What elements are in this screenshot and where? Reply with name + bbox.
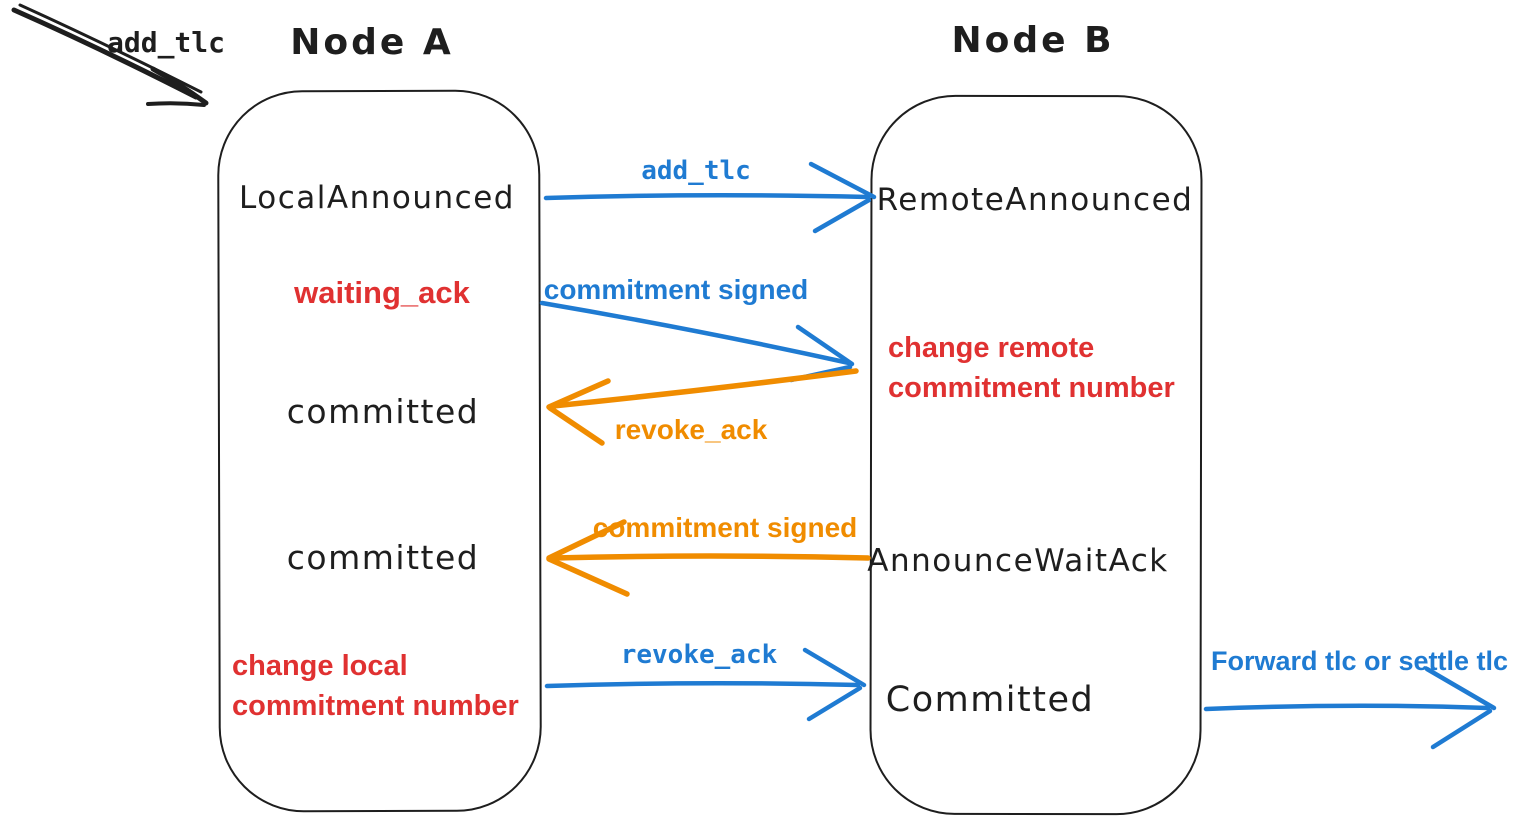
arrow-add-tlc	[543, 161, 877, 234]
node-a-title: Node A	[290, 22, 454, 63]
state-change-local-line2: commitment number	[232, 690, 519, 722]
state-change-remote: change remote commitment number	[888, 328, 1175, 408]
arrow-commitment-signed-ba	[546, 519, 871, 597]
state-change-remote-line2: commitment number	[888, 372, 1175, 404]
label-revoke-ack-ba: revoke_ack	[614, 414, 768, 445]
state-change-local-line1: change local	[232, 650, 408, 682]
label-add-tlc: add_tlc	[641, 156, 751, 186]
label-forward-tlc: Forward tlc or settle tlc	[1211, 646, 1509, 676]
arrow-forward-tlc	[1203, 666, 1497, 750]
state-change-local: change local commitment number	[232, 646, 519, 726]
state-remote-announced: RemoteAnnounced	[876, 182, 1194, 218]
label-commitment-signed-ab: commitment signed	[543, 274, 809, 305]
entry-arrow-label: add_tlc	[106, 26, 226, 59]
state-change-remote-line1: change remote	[888, 332, 1095, 364]
arrow-revoke-ack-ab	[544, 647, 867, 722]
state-committed-2: committed	[286, 538, 480, 577]
state-local-announced: LocalAnnounced	[239, 180, 515, 216]
label-revoke-ack-ab: revoke_ack	[620, 640, 778, 670]
arrow-revoke-ack-ba	[546, 368, 859, 446]
state-waiting-ack: waiting_ack	[294, 275, 470, 310]
node-b-title: Node B	[951, 20, 1115, 61]
arrow-commitment-signed-ab	[539, 300, 855, 383]
state-committed-b: Committed	[885, 680, 1095, 720]
state-committed-1: committed	[286, 392, 480, 431]
state-announce-wait-ack: AnnounceWaitAck	[867, 543, 1169, 579]
entry-arrow	[11, 3, 209, 107]
label-commitment-signed-ba: commitment signed	[592, 512, 858, 543]
